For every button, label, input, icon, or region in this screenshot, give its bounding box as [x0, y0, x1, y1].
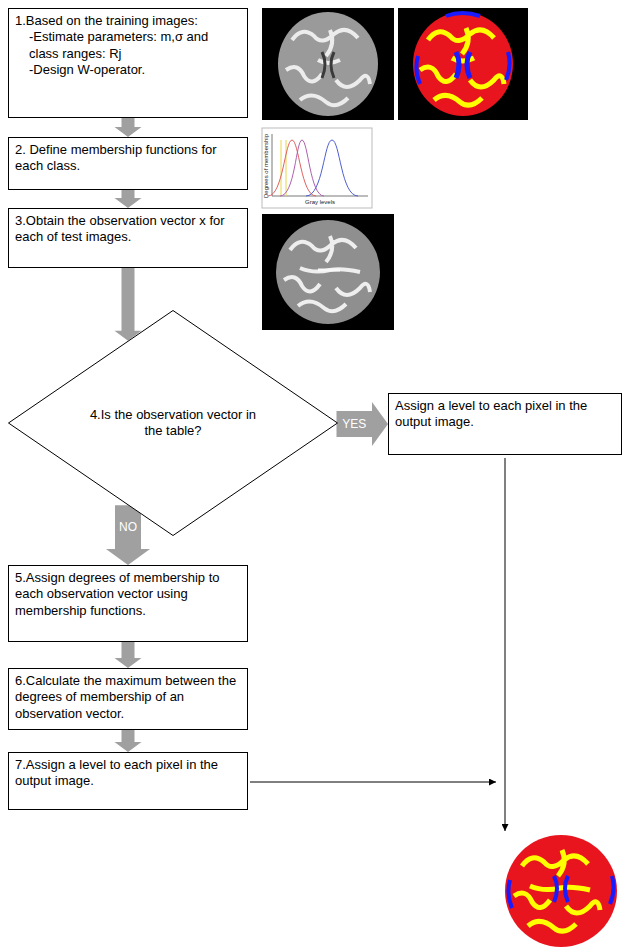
image-ground [262, 8, 394, 120]
arrow-label: NO [119, 521, 137, 533]
axis-label: Degrees of membership [263, 134, 269, 198]
mri-test-image [262, 214, 394, 330]
diamond-text-area: 4.Is the observation vector in the table… [89, 407, 257, 440]
class-range-lines [281, 140, 286, 196]
diamond-shape [9, 311, 338, 536]
brain-shape [413, 12, 513, 116]
box-text: 1.Based on the training images: [15, 13, 241, 29]
brain-folds [286, 30, 370, 105]
chart-frame [262, 128, 372, 208]
axis-label: Gray levels [305, 199, 335, 205]
image-ground [398, 8, 528, 120]
box-text: -Estimate parameters: m,σ and class rang… [15, 29, 241, 62]
brain-ventricles [322, 52, 334, 78]
membership-chart [262, 128, 372, 208]
box-text: Assign a level to each pixel in the outp… [395, 398, 615, 431]
process-box: 1.Based on the training images:-Estimate… [8, 8, 248, 118]
process-box: 7.Assign a level to each pixel in the ou… [8, 752, 248, 810]
box-text: 2. Define membership functions for each … [15, 142, 241, 175]
csf-region [508, 876, 613, 908]
flow-arrow [115, 730, 142, 752]
csf-border [416, 13, 509, 84]
csf-region [456, 52, 470, 78]
image-ground [262, 214, 394, 330]
brain-shape [505, 835, 617, 947]
process-box: 2. Define membership functions for each … [8, 137, 248, 190]
output-arrow [250, 782, 496, 783]
flow-arrow [115, 118, 142, 137]
process-box: Assign a level to each pixel in the outp… [388, 393, 622, 455]
decision-text: 4.Is the observation vector in the table… [89, 407, 257, 440]
box-text: 3.Obtain the observation vector x for ea… [15, 213, 241, 246]
box-text: 6.Calculate the maximum between the degr… [15, 673, 241, 722]
arrow-label: YES [342, 418, 366, 430]
segmented-output-image [505, 835, 617, 947]
process-box: 5.Assign degrees of membership to each o… [8, 565, 248, 642]
brain-shape [276, 220, 380, 324]
membership-curve [268, 140, 316, 196]
process-box: 3.Obtain the observation vector x for ea… [8, 208, 248, 268]
mri-training-image [262, 8, 394, 120]
decision-diamond: 4.Is the observation vector in the table… [8, 310, 338, 536]
flow-arrow [115, 642, 142, 668]
box-text: 5.Assign degrees of membership to each o… [15, 570, 241, 619]
membership-curve [306, 140, 358, 196]
box-text: -Design W-operator. [15, 62, 241, 78]
flow-arrow [115, 268, 142, 341]
brain-shape [278, 12, 378, 116]
box-text: 7.Assign a level to each pixel in the ou… [15, 757, 241, 790]
output-arrow [505, 458, 506, 831]
white-matter [420, 28, 504, 105]
segmented-training-image [398, 8, 528, 120]
flow-arrow [337, 402, 389, 446]
brain-midline [318, 269, 340, 272]
process-box: 6.Calculate the maximum between the degr… [8, 668, 248, 730]
membership-curve [280, 140, 324, 196]
brain-folds [284, 236, 370, 311]
flow-arrow [115, 190, 142, 208]
chart-axes [272, 134, 368, 196]
